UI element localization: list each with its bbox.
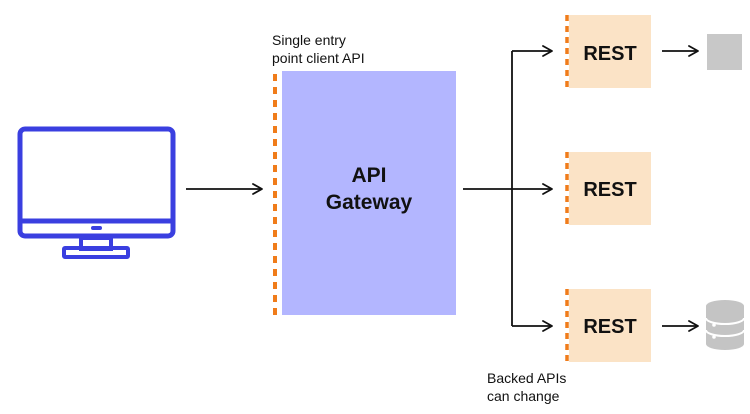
database-icon xyxy=(705,300,745,350)
rest-service-1-label: REST xyxy=(583,43,637,65)
entry-point-note-line-1: Single entry xyxy=(272,32,346,48)
api-gateway-label: API Gateway xyxy=(282,162,456,216)
backend-note-line-2: can change xyxy=(487,388,560,404)
entry-point-note: Single entry point client API xyxy=(272,31,365,67)
monitor-icon xyxy=(17,126,176,259)
backend-note: Backed APIs can change xyxy=(487,369,566,405)
rest-service-1 xyxy=(565,15,651,88)
gateway-to-services-connector xyxy=(463,45,553,332)
api-gateway-box xyxy=(282,71,456,315)
rest-service-3 xyxy=(565,289,651,362)
rest-service-2-label: REST xyxy=(583,179,637,201)
backend-note-line-1: Backed APIs xyxy=(487,370,567,386)
rest-service-3-label: REST xyxy=(583,316,637,338)
api-gateway-label-line-1: API xyxy=(351,164,387,187)
rest-service-2 xyxy=(565,152,651,225)
grey-target-box xyxy=(707,34,742,70)
entry-point-note-line-2: point client API xyxy=(272,50,365,66)
api-gateway-label-line-2: Gateway xyxy=(325,191,413,214)
